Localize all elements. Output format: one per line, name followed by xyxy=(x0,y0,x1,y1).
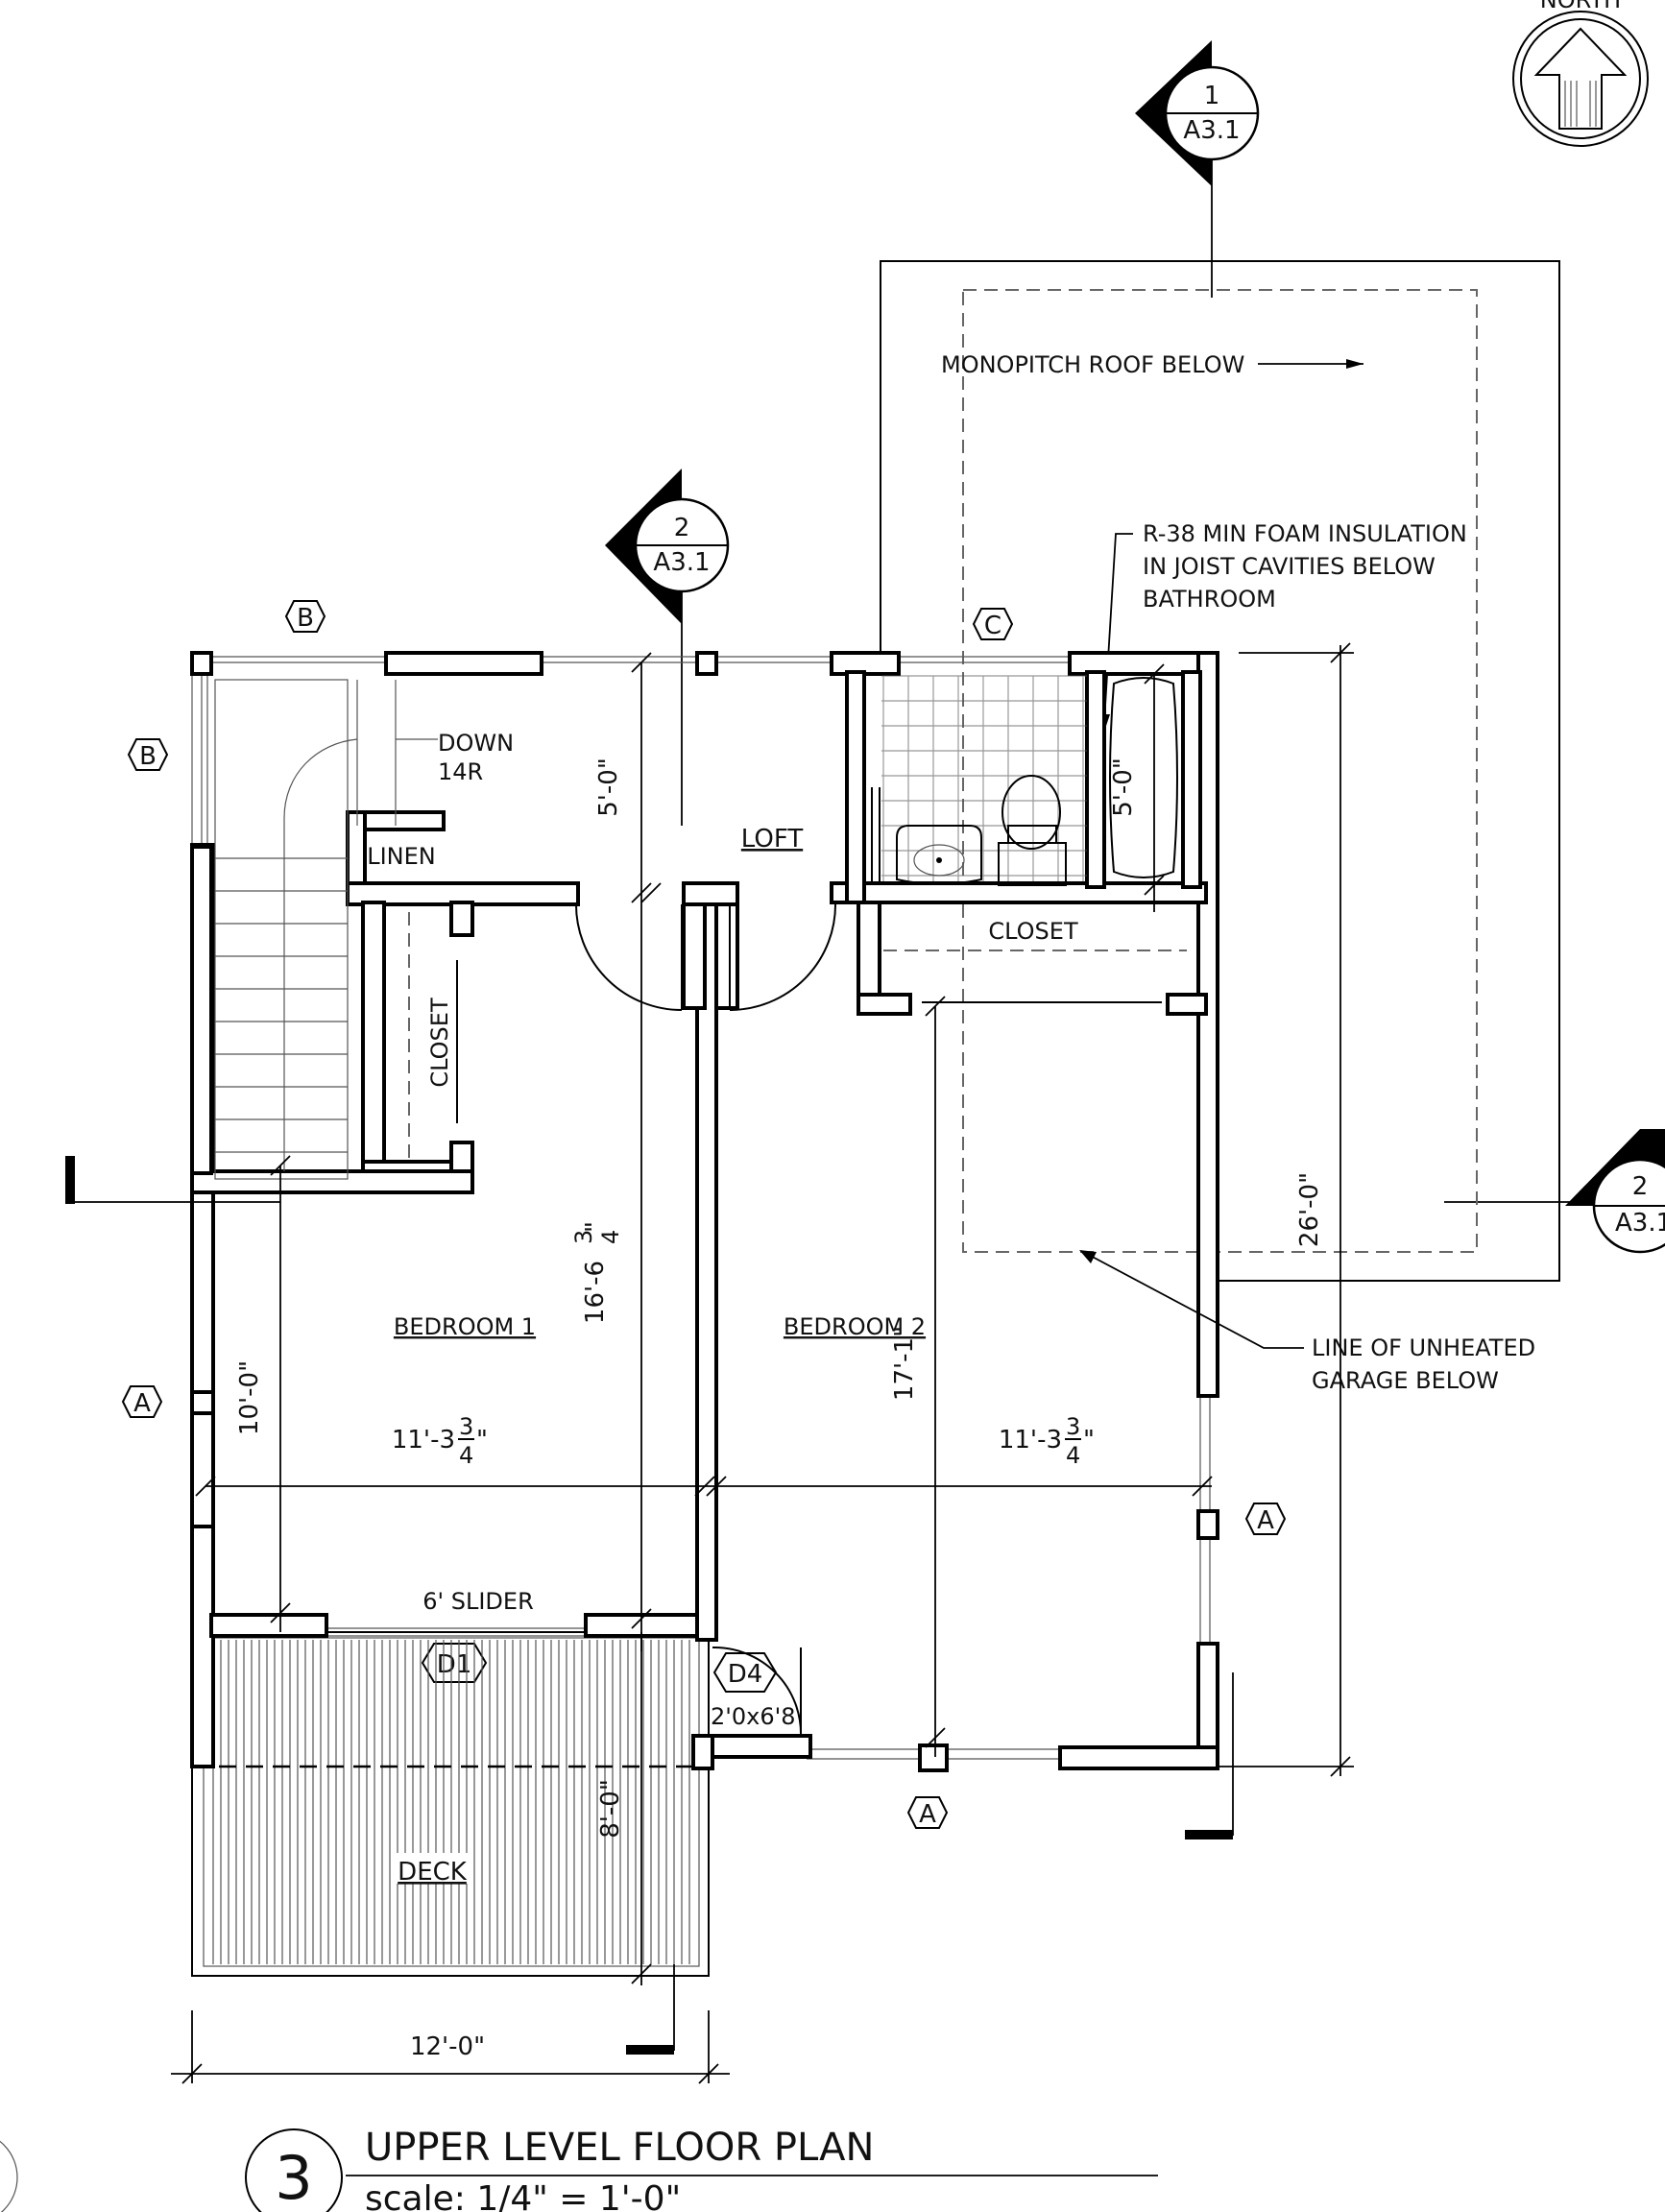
bathroom xyxy=(871,673,1184,886)
section-2b-sheet: A3.1 xyxy=(1615,1209,1665,1238)
grid-tag-d1: D1 xyxy=(421,1643,488,1683)
title-scale: scale: 1/4" = 1'-0" xyxy=(365,2179,681,2212)
section-marker-1: 1 A3.1 xyxy=(1135,40,1260,298)
section-1-number: 1 xyxy=(1204,82,1220,110)
monopitch-note: MONOPITCH ROOF BELOW xyxy=(941,351,1244,378)
room-loft: LOFT xyxy=(741,825,804,854)
room-closet-vertical: CLOSET xyxy=(426,998,453,1088)
grid-tag-a-bottom: A xyxy=(906,1796,949,1829)
border-circle-fragment xyxy=(0,2140,18,2212)
svg-text:4: 4 xyxy=(459,1442,473,1469)
section-cut-marks xyxy=(65,1156,1234,2055)
horizontal-closet: CLOSET xyxy=(883,918,1187,1003)
svg-text:11'-3: 11'-3 xyxy=(999,1426,1062,1455)
garage-roof-outline: MONOPITCH ROOF BELOW xyxy=(880,260,1560,1282)
insulation-line-3: BATHROOM xyxy=(1143,586,1276,613)
room-deck: DECK xyxy=(398,1858,468,1887)
title-block: 3 UPPER LEVEL FLOOR PLAN scale: 1/4" = 1… xyxy=(245,2126,1158,2212)
vertical-closet: CLOSET xyxy=(408,912,458,1162)
dimension-texts: 5'-0" 5'-0" 16'-6 3 4 " 17'-1" 26'-0" 10… xyxy=(235,757,1324,2061)
stairs: DOWN 14R xyxy=(214,679,514,1180)
room-bedroom-1: BEDROOM 1 xyxy=(394,1313,536,1340)
linen-closet: LINEN xyxy=(367,843,436,870)
dim-loft-5: 5'-0" xyxy=(594,757,623,817)
grid-tag-a-left: A xyxy=(121,1385,163,1418)
dim-depth-17: 17'-1" xyxy=(890,1326,919,1401)
grid-tag-a-right: A xyxy=(1244,1503,1287,1535)
dim-deck-8: 8'-0" xyxy=(596,1779,625,1839)
section-marker-2-top: 2 A3.1 xyxy=(605,469,730,826)
dimension-lines xyxy=(171,642,1354,2084)
deck: DECK xyxy=(191,1631,710,1977)
dim-depth-16-num: 3 xyxy=(570,1230,597,1244)
stair-risers-label: 14R xyxy=(438,758,483,785)
insulation-note: R-38 MIN FOAM INSULATION IN JOIST CAVITI… xyxy=(1098,520,1467,732)
north-arrow: NORTH xyxy=(1512,0,1649,147)
dim-bed2-width: 11'-3 3 4 " xyxy=(999,1413,1095,1469)
svg-text:3: 3 xyxy=(459,1413,473,1440)
title-name: UPPER LEVEL FLOOR PLAN xyxy=(365,2126,874,2170)
dim-overall-12: 12'-0" xyxy=(410,2032,485,2061)
walls xyxy=(190,651,1219,1772)
door-d4-size: 2'0x6'8 xyxy=(711,1703,795,1730)
svg-text:": " xyxy=(1083,1426,1095,1455)
garage-note: LINE OF UNHEATED GARAGE BELOW xyxy=(1079,1250,1535,1394)
room-linen: LINEN xyxy=(367,843,436,870)
section-2-sheet: A3.1 xyxy=(653,548,710,577)
svg-text:A: A xyxy=(919,1800,936,1829)
section-2b-number: 2 xyxy=(1632,1172,1649,1201)
bathtub xyxy=(1103,673,1184,884)
garage-line-1: LINE OF UNHEATED xyxy=(1312,1334,1535,1361)
dim-left-10: 10'-0" xyxy=(235,1360,264,1435)
insulation-line-1: R-38 MIN FOAM INSULATION xyxy=(1143,520,1467,547)
dim-depth-16-tail: " xyxy=(581,1221,610,1233)
title-number: 3 xyxy=(275,2143,312,2212)
doors xyxy=(574,902,837,1737)
room-labels: LOFT BEDROOM 1 BEDROOM 2 xyxy=(394,825,926,1340)
svg-text:": " xyxy=(476,1426,488,1455)
svg-text:4: 4 xyxy=(1066,1442,1080,1469)
svg-text:A: A xyxy=(133,1389,151,1418)
grid-tag-b-left: B xyxy=(127,738,169,771)
room-bedroom-2: BEDROOM 2 xyxy=(784,1313,926,1340)
slider-label: 6' SLIDER xyxy=(422,1588,534,1615)
room-closet-horizontal: CLOSET xyxy=(988,918,1078,945)
section-1-sheet: A3.1 xyxy=(1183,116,1240,145)
svg-text:B: B xyxy=(297,604,314,633)
dim-tub-5: 5'-0" xyxy=(1109,757,1138,817)
svg-text:11'-3: 11'-3 xyxy=(392,1426,455,1455)
garage-line-2: GARAGE BELOW xyxy=(1312,1367,1499,1394)
grid-tag-b-top: B xyxy=(284,600,326,633)
dim-bed1-width: 11'-3 3 4 " xyxy=(392,1413,488,1469)
grid-tag-c-top: C xyxy=(972,608,1014,640)
dim-depth-16-den: 4 xyxy=(597,1230,624,1244)
toilet xyxy=(998,775,1067,886)
north-label: NORTH xyxy=(1540,0,1621,13)
grid-tags: B B C A A A D1 D4 xyxy=(121,600,1287,1829)
svg-text:D4: D4 xyxy=(728,1660,763,1689)
section-2-number: 2 xyxy=(674,514,690,542)
svg-text:D1: D1 xyxy=(437,1650,472,1679)
sink xyxy=(896,825,982,885)
svg-text:A: A xyxy=(1257,1506,1274,1535)
stair-down-label: DOWN xyxy=(438,730,514,757)
svg-text:C: C xyxy=(984,612,1001,640)
dim-overall-26: 26'-0" xyxy=(1295,1172,1324,1247)
svg-text:3: 3 xyxy=(1066,1413,1080,1440)
svg-text:B: B xyxy=(139,742,157,771)
grid-tag-d4: D4 xyxy=(712,1652,778,1693)
insulation-line-2: IN JOIST CAVITIES BELOW xyxy=(1143,553,1436,580)
section-marker-2-right: 2 A3.1 xyxy=(1444,1129,1665,1254)
dim-depth-16: 16'-6 xyxy=(581,1261,610,1324)
